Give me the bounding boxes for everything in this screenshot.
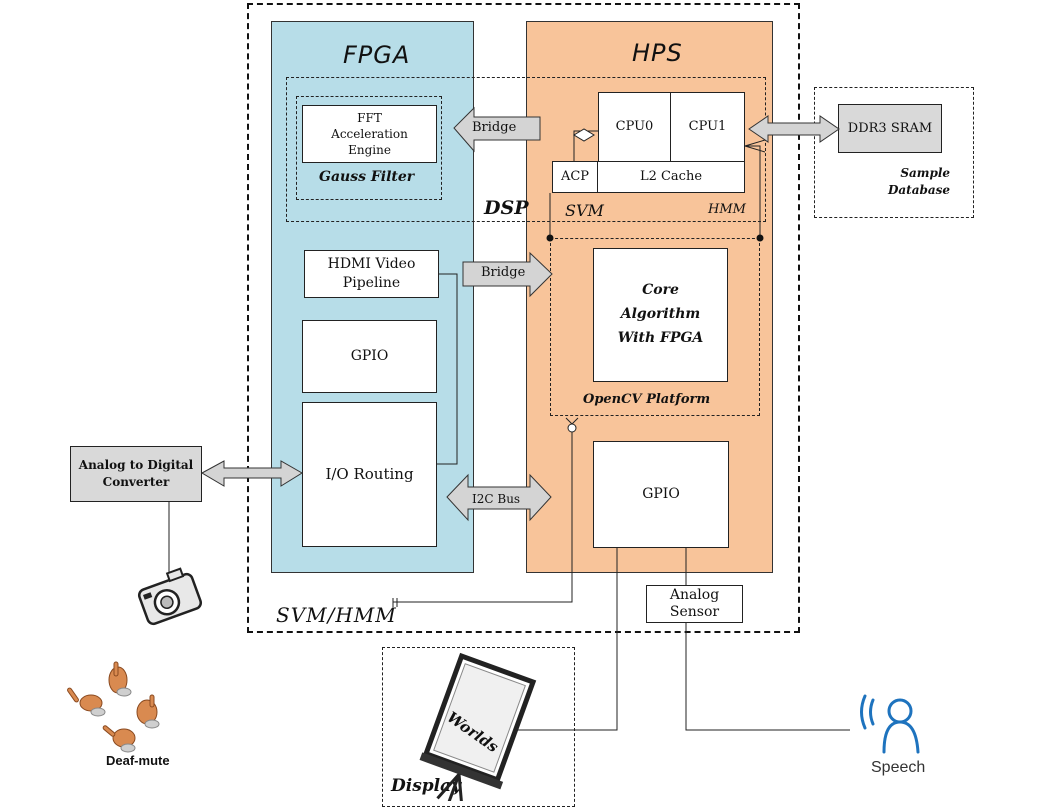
opencv-platform-region bbox=[550, 238, 760, 416]
gpio-fpga: GPIO bbox=[302, 320, 437, 393]
bridge-top-arrow bbox=[453, 106, 541, 153]
bridge-top-label: Bridge bbox=[472, 120, 517, 135]
analog-sensor: Analog Sensor bbox=[646, 585, 743, 623]
svm-label: SVM bbox=[565, 201, 604, 220]
analog-to-digital-converter: Analog to Digital Converter bbox=[70, 446, 202, 502]
ddr-double-arrow bbox=[748, 115, 840, 143]
io-routing: I/O Routing bbox=[302, 402, 437, 547]
cpu1-box: CPU1 bbox=[670, 92, 745, 162]
sample-database-region bbox=[814, 87, 974, 218]
gauss-filter-region bbox=[296, 96, 442, 200]
i2c-bus-label: I2C Bus bbox=[472, 492, 521, 506]
sample-database-label: Sample Database bbox=[888, 166, 951, 198]
hps-title: HPS bbox=[632, 39, 683, 67]
dsp-region bbox=[286, 77, 766, 222]
dsp-label: DSP bbox=[484, 197, 529, 219]
svm-hmm-label: SVM/HMM bbox=[276, 603, 397, 627]
fft-acceleration-engine: FFT Acceleration Engine bbox=[302, 105, 437, 163]
hdmi-video-pipeline: HDMI Video Pipeline bbox=[304, 250, 439, 298]
cpu0-box: CPU0 bbox=[598, 92, 671, 162]
core-algorithm: Core Algorithm With FPGA bbox=[593, 248, 728, 382]
adc-double-arrow bbox=[200, 460, 303, 487]
opencv-platform-label: OpenCV Platform bbox=[583, 392, 711, 407]
deaf-mute-label: Deaf-mute bbox=[106, 753, 170, 768]
l2-cache-box: L2 Cache bbox=[597, 161, 745, 193]
acp-box: ACP bbox=[552, 161, 598, 193]
hmm-label: HMM bbox=[708, 202, 746, 217]
bridge-mid-arrow bbox=[462, 251, 553, 298]
soc-boundary bbox=[247, 3, 800, 633]
speech-label: Speech bbox=[871, 759, 926, 776]
i2c-bus-arrow bbox=[446, 473, 552, 522]
bridge-mid-label: Bridge bbox=[481, 265, 526, 280]
fpga-title: FPGA bbox=[343, 41, 411, 69]
ddr3-sram: DDR3 SRAM bbox=[838, 104, 942, 153]
gpio-hps: GPIO bbox=[593, 441, 729, 548]
gauss-filter-label: Gauss Filter bbox=[319, 169, 415, 185]
